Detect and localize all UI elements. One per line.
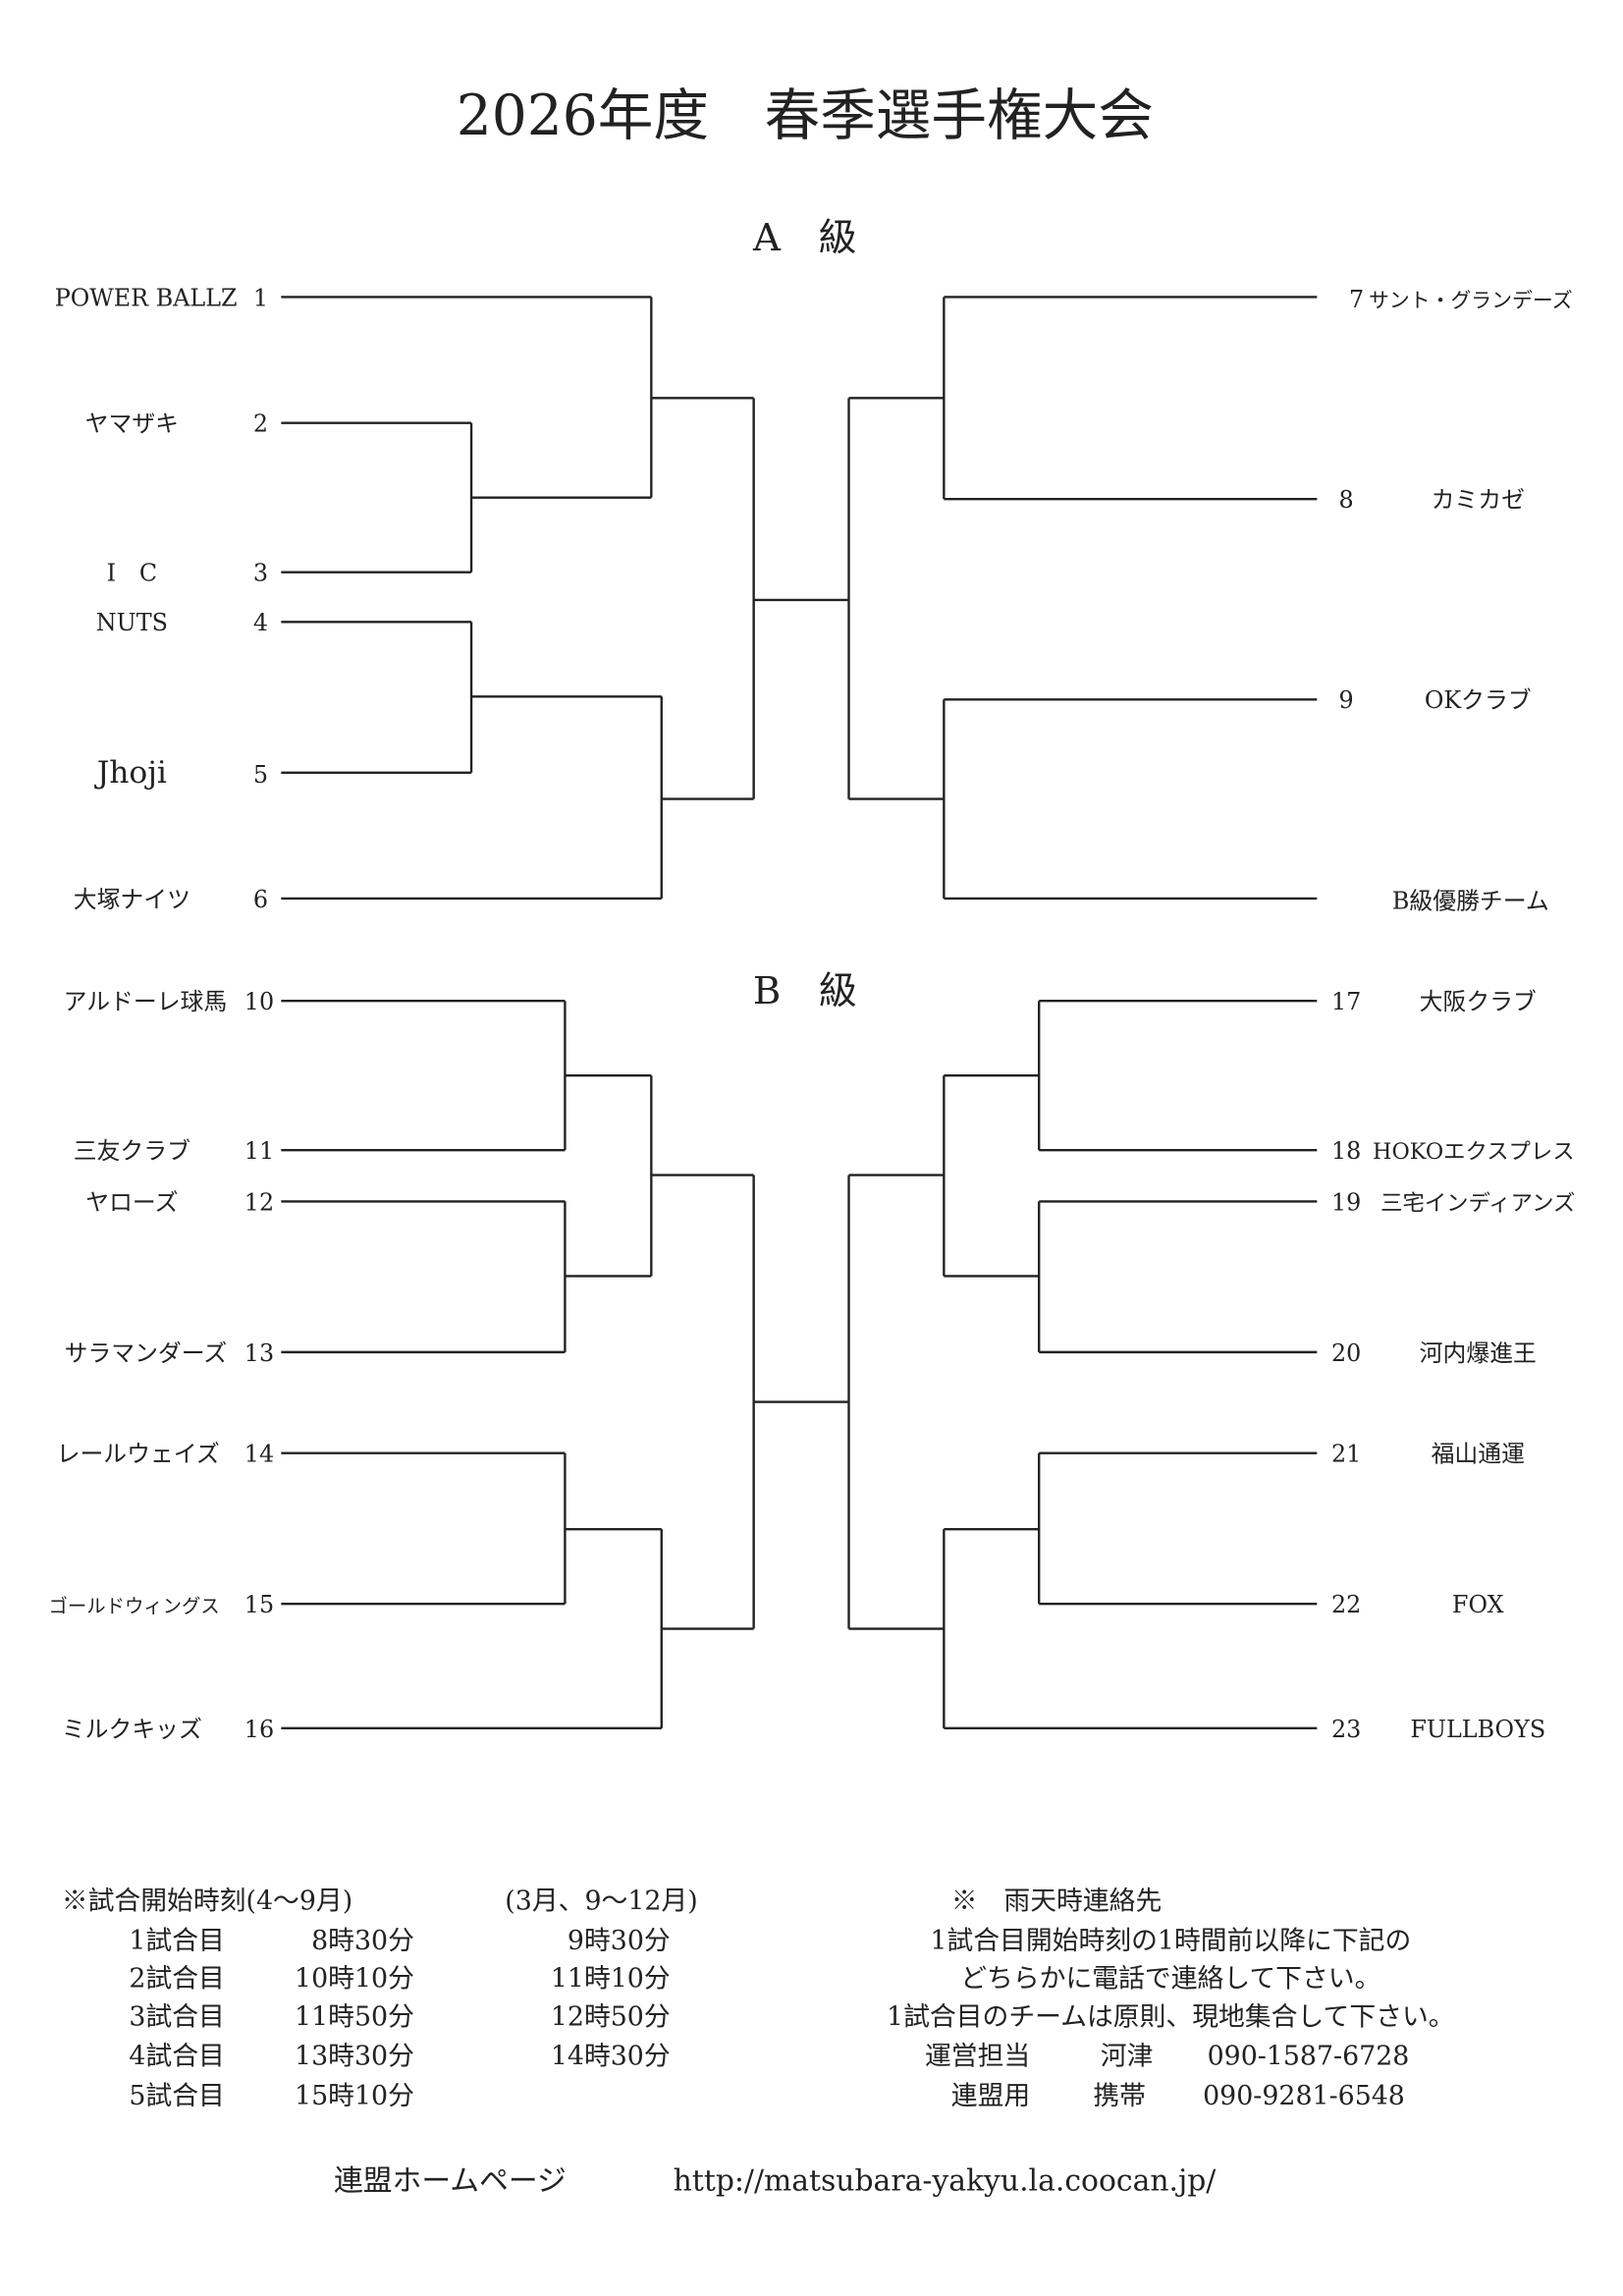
contact-phone: 090-1587-6728 <box>1208 2042 1410 2072</box>
team-number: 23 <box>1331 1716 1361 1743</box>
team-number: 16 <box>244 1716 274 1743</box>
contact-phone: 090-9281-6548 <box>1203 2081 1405 2111</box>
team-number: 8 <box>1339 486 1354 514</box>
time-main: 8時30分 <box>311 1926 414 1956</box>
team-number: 5 <box>253 761 268 789</box>
team-name: 福山通運 <box>1432 1441 1525 1468</box>
team-number: 17 <box>1331 988 1361 1015</box>
contact-role: 連盟用 <box>951 2081 1030 2111</box>
rain-heading: ※ 雨天時連絡先 <box>951 1886 1163 1917</box>
team-name: サント・グランデーズ <box>1369 289 1573 312</box>
class-b-heading: B 級 <box>753 969 857 1013</box>
team-name: カミカゼ <box>1432 486 1525 514</box>
team-number: 4 <box>253 609 268 636</box>
team-name: HOKOエクスプレス <box>1373 1139 1575 1165</box>
team-name: レールウェイズ <box>57 1441 220 1468</box>
schedule-header-main: ※試合開始時刻(4～9月) <box>62 1886 352 1917</box>
start-time-schedule: ※試合開始時刻(4～9月) (3月、9～12月) 1試合目 8時30分 9時30… <box>62 1886 698 2111</box>
page-title: 2026年度 春季選手権大会 <box>457 83 1154 148</box>
time-main: 13時30分 <box>295 2042 414 2072</box>
time-alt: 11時10分 <box>551 1964 671 1995</box>
class-b-bracket-lines <box>281 1000 1318 1730</box>
team-name: NUTS <box>96 609 168 636</box>
team-name: 三宅インディアンズ <box>1380 1190 1575 1216</box>
time-main: 15時10分 <box>295 2081 414 2111</box>
team-name: サラマンダーズ <box>65 1339 228 1367</box>
time-alt: 14時30分 <box>551 2042 671 2072</box>
team-name: ヤマザキ <box>85 410 179 438</box>
team-number: 11 <box>244 1137 274 1165</box>
team-name: 大塚ナイツ <box>74 886 190 913</box>
homepage-label: 連盟ホームページ <box>334 2164 567 2199</box>
team-number: 22 <box>1331 1591 1361 1618</box>
rain-note: どちらかに電話で連絡して下さい。 <box>960 1964 1380 1995</box>
class-a-bracket-lines <box>281 296 1318 901</box>
game-label: 5試合目 <box>129 2081 225 2111</box>
team-number: 9 <box>1339 686 1354 714</box>
team-name: POWER BALLZ <box>55 284 238 311</box>
team-number: 21 <box>1331 1441 1361 1468</box>
team-name: Jhoji <box>94 755 167 791</box>
team-number: 18 <box>1331 1137 1361 1165</box>
class-a-right-teams: 7 サント・グランデーズ 8 カミカゼ 9 OKクラブ B級優勝チーム <box>1339 286 1573 914</box>
class-b-left-teams: アルドーレ球馬 10 三友クラブ 11 ヤローズ 12 サラマンダーズ 13 レ… <box>49 988 275 1743</box>
team-name: アルドーレ球馬 <box>64 988 228 1015</box>
team-name: ヤローズ <box>85 1188 178 1216</box>
team-number: 3 <box>253 560 268 587</box>
team-number: 2 <box>253 410 268 438</box>
homepage-url[interactable]: http://matsubara-yakyu.la.coocan.jp/ <box>674 2164 1217 2199</box>
team-number: 14 <box>244 1441 274 1468</box>
schedule-header-alt: (3月、9～12月) <box>505 1886 697 1917</box>
time-main: 11時50分 <box>295 2001 414 2032</box>
team-name: B級優勝チーム <box>1392 887 1549 914</box>
time-main: 10時10分 <box>295 1964 414 1995</box>
time-alt: 12時50分 <box>551 2001 671 2032</box>
team-name: OKクラブ <box>1425 686 1532 714</box>
team-name: ゴールドウィングス <box>49 1595 220 1617</box>
game-label: 4試合目 <box>129 2042 225 2072</box>
team-name: ミルクキッズ <box>62 1716 202 1743</box>
rain-contact: ※ 雨天時連絡先 1試合目開始時刻の1時間前以降に下記の どちらかに電話で連絡し… <box>887 1886 1455 2111</box>
team-number: 10 <box>244 988 274 1015</box>
class-b-right-teams: 17 大阪クラブ 18 HOKOエクスプレス 19 三宅インディアンズ 20 河… <box>1331 988 1575 1743</box>
rain-note: 1試合目開始時刻の1時間前以降に下記の <box>930 1926 1411 1956</box>
game-label: 2試合目 <box>129 1964 225 1995</box>
team-name: I C <box>107 560 157 587</box>
rain-note: 1試合目のチームは原則、現地集合して下さい。 <box>887 2001 1455 2032</box>
team-name: 河内爆進王 <box>1420 1339 1537 1367</box>
game-label: 3試合目 <box>129 2001 225 2032</box>
contact-role: 運営担当 <box>925 2042 1030 2072</box>
team-number: 6 <box>253 886 268 913</box>
contact-name: 河津 <box>1101 2042 1154 2072</box>
team-name: 大阪クラブ <box>1420 988 1537 1015</box>
time-alt: 9時30分 <box>568 1926 671 1956</box>
class-a-heading: A 級 <box>752 216 856 260</box>
team-number: 1 <box>253 284 268 311</box>
game-label: 1試合目 <box>129 1926 225 1956</box>
team-number: 13 <box>244 1339 274 1367</box>
team-name: FULLBOYS <box>1410 1716 1545 1743</box>
team-name: 三友クラブ <box>74 1137 190 1165</box>
team-number: 12 <box>244 1188 274 1216</box>
team-number: 19 <box>1331 1188 1361 1216</box>
team-number: 7 <box>1349 286 1364 313</box>
class-a-left-teams: POWER BALLZ 1 ヤマザキ 2 I C 3 NUTS 4 Jhoji … <box>55 284 268 912</box>
team-name: FOX <box>1452 1591 1504 1618</box>
team-number: 15 <box>244 1591 274 1618</box>
contact-name: 携帯 <box>1093 2081 1146 2111</box>
team-number: 20 <box>1331 1339 1361 1367</box>
